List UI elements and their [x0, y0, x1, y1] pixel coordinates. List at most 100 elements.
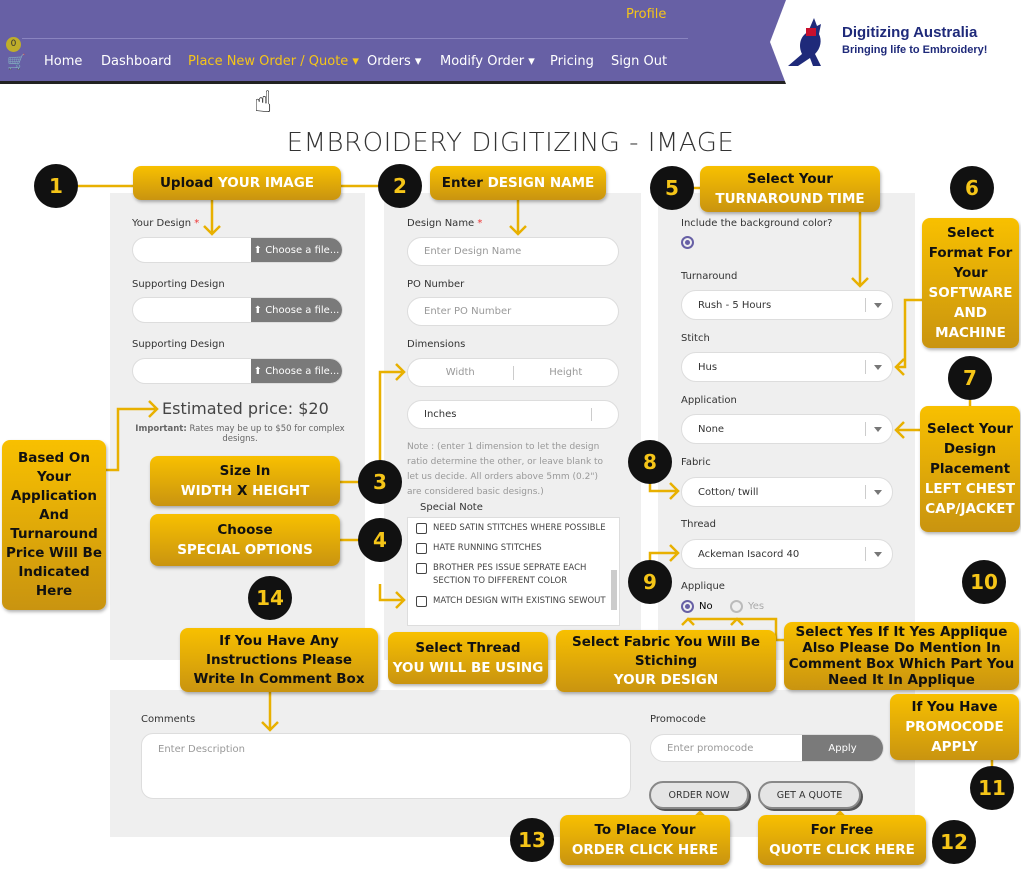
chevron-down-icon — [874, 365, 882, 374]
important-note: Important: Rates may be up to $50 for co… — [135, 424, 345, 444]
get-quote-button[interactable]: GET A QUOTE — [758, 781, 861, 809]
callout-price: Based On Your Application And Turnaround… — [2, 440, 106, 610]
application-select[interactable]: None — [681, 414, 893, 444]
po-number-input[interactable]: Enter PO Number — [407, 297, 619, 326]
po-number-label: PO Number — [407, 279, 465, 290]
turnaround-label: Turnaround — [681, 271, 738, 282]
width-input[interactable]: Width — [445, 367, 475, 378]
logo[interactable]: Digitizing Australia Bringing life to Em… — [770, 0, 1021, 84]
chevron-down-icon — [874, 552, 882, 561]
step-1-badge: 1 — [34, 164, 78, 208]
step-12-badge: 12 — [932, 820, 976, 864]
step-13-badge: 13 — [510, 818, 554, 862]
stitch-select[interactable]: Hus — [681, 352, 893, 382]
design-name-input[interactable]: Enter Design Name — [407, 237, 619, 266]
dimension-note: Note : (enter 1 dimension to let the des… — [407, 442, 604, 497]
nav-orders[interactable]: Orders ▾ — [367, 54, 422, 69]
applique-label: Applique — [681, 581, 725, 592]
supporting-design-file-input-2[interactable]: ⬆ Choose a file... — [132, 358, 343, 384]
design-name-label: Design Name * — [407, 218, 483, 229]
nav-divider — [22, 38, 688, 39]
order-now-button[interactable]: ORDER NOW — [649, 781, 749, 809]
step-7-badge: 7 — [948, 356, 992, 400]
step-14-badge: 14 — [248, 576, 292, 620]
pointing-hand-icon: ☝ — [254, 85, 273, 120]
page-title: EMBROIDERY DIGITIZING - IMAGE — [286, 128, 735, 158]
dimensions-input[interactable]: Width Height — [407, 358, 619, 387]
step-2-badge: 2 — [378, 164, 422, 208]
height-input[interactable]: Height — [549, 367, 583, 378]
step-10-badge: 10 — [962, 560, 1006, 604]
callout-applique: Select Yes If It Yes Applique Also Pleas… — [784, 622, 1019, 690]
thread-label: Thread — [681, 519, 716, 530]
checkbox[interactable] — [416, 523, 427, 534]
estimated-price: Estimated price: $20 — [162, 399, 329, 418]
stitch-label: Stitch — [681, 333, 710, 344]
chevron-down-icon — [874, 490, 882, 499]
step-3-badge: 3 — [358, 460, 402, 504]
nav-sign-out[interactable]: Sign Out — [611, 54, 668, 69]
promocode-input[interactable]: Enter promocode Apply — [650, 734, 884, 762]
step-11-badge: 11 — [970, 766, 1014, 810]
special-note-label: Special Note — [420, 502, 483, 513]
nav-dashboard[interactable]: Dashboard — [101, 54, 172, 69]
choose-file-button[interactable]: ⬆ Choose a file... — [251, 298, 342, 322]
nav-pricing[interactable]: Pricing — [550, 54, 594, 69]
supporting-design-label-2: Supporting Design — [132, 339, 225, 350]
chevron-down-icon — [874, 303, 882, 312]
background-radio[interactable] — [681, 236, 699, 249]
nav-place-new-order[interactable]: Place New Order / Quote ▾ — [188, 54, 359, 69]
option-brother-pes[interactable]: BROTHER PES ISSUE SEPRATE EACH SECTION T… — [408, 558, 619, 591]
callout-upload-image: Upload YOUR IMAGE — [133, 166, 341, 200]
turnaround-select[interactable]: Rush - 5 Hours — [681, 290, 893, 320]
thread-select[interactable]: Ackeman Isacord 40 — [681, 539, 893, 569]
unit-select[interactable]: Inches — [407, 400, 619, 429]
supporting-design-file-input[interactable]: ⬆ Choose a file... — [132, 297, 343, 323]
applique-yes-radio[interactable]: Yes — [730, 600, 764, 613]
choose-file-button[interactable]: ⬆ Choose a file... — [251, 359, 342, 383]
your-design-file-input[interactable]: ⬆ Choose a file... — [132, 237, 343, 263]
step-5-badge: 5 — [650, 166, 694, 210]
option-match-sewout[interactable]: MATCH DESIGN WITH EXISTING SEWOUT — [408, 591, 619, 611]
step-4-badge: 4 — [358, 518, 402, 562]
comments-textarea[interactable]: Enter Description — [141, 733, 631, 799]
special-options-list[interactable]: NEED SATIN STITCHES WHERE POSSIBLE HATE … — [407, 517, 620, 626]
nav-modify-order[interactable]: Modify Order ▾ — [440, 54, 535, 69]
your-design-label: Your Design * — [132, 218, 200, 229]
step-8-badge: 8 — [628, 440, 672, 484]
fabric-select[interactable]: Cotton/ twill — [681, 477, 893, 507]
checkbox[interactable] — [416, 543, 427, 554]
chevron-down-icon — [874, 427, 882, 436]
option-hate-running[interactable]: HATE RUNNING STITCHES — [408, 538, 619, 558]
nav-home[interactable]: Home — [44, 54, 83, 69]
dimensions-label: Dimensions — [407, 339, 466, 350]
promocode-label: Promocode — [650, 714, 706, 725]
profile-link[interactable]: Profile — [626, 7, 667, 22]
step-6-badge: 6 — [950, 166, 994, 210]
cart-icon[interactable]: 🛒 — [7, 53, 26, 71]
scrollbar[interactable] — [611, 570, 617, 610]
fabric-label: Fabric — [681, 457, 711, 468]
callout-comments: If You Have Any Instructions Please Writ… — [180, 628, 378, 692]
applique-no-radio[interactable]: No — [681, 600, 713, 613]
logo-tagline: Bringing life to Embroidery! — [842, 44, 988, 56]
cart-count-badge: 0 — [6, 37, 21, 52]
step-9-badge: 9 — [628, 560, 672, 604]
application-label: Application — [681, 395, 737, 406]
background-color-label: Include the background color? — [681, 218, 833, 229]
checkbox[interactable] — [416, 596, 427, 607]
apply-button[interactable]: Apply — [802, 735, 883, 761]
choose-file-button[interactable]: ⬆ Choose a file... — [251, 238, 342, 262]
option-need-satin[interactable]: NEED SATIN STITCHES WHERE POSSIBLE — [408, 518, 619, 538]
checkbox[interactable] — [416, 563, 427, 574]
supporting-design-label: Supporting Design — [132, 279, 225, 290]
